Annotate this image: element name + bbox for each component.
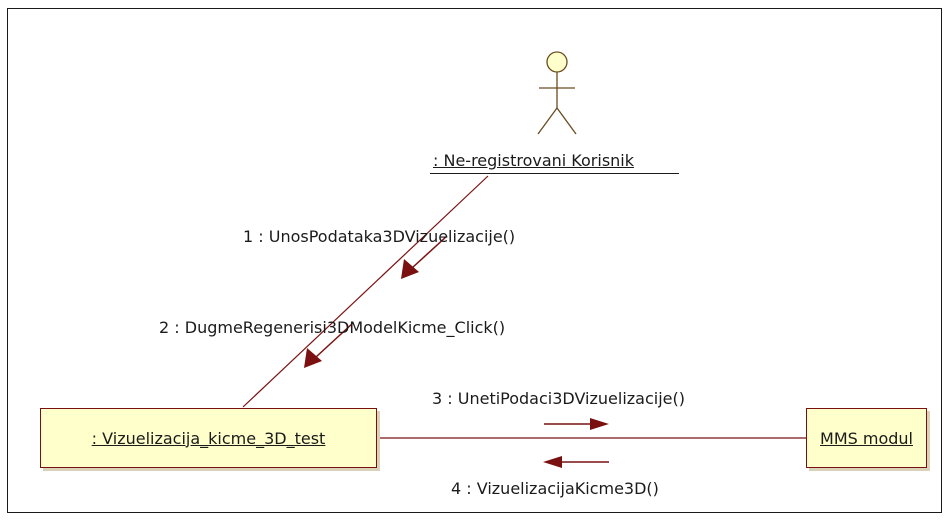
message-arrow-4 xyxy=(543,456,609,468)
message-arrow-1 xyxy=(401,235,448,279)
message-arrow-2 xyxy=(304,322,354,368)
object-mms-modul[interactable]: MMS modul xyxy=(806,408,927,468)
message-label-2: 2 : DugmeRegenerisi3DModelKicme_Click() xyxy=(159,318,506,337)
message-arrow-3 xyxy=(544,418,609,430)
actor-right-leg xyxy=(556,107,577,135)
object-vizualizacija-label: : Vizuelizacija_kicme_3D_test xyxy=(91,428,326,448)
actor-figure[interactable] xyxy=(537,51,577,135)
actor-name-underline xyxy=(430,173,679,174)
object-vizualizacija-kicme[interactable]: : Vizuelizacija_kicme_3D_test xyxy=(40,408,377,468)
object-mms-label: MMS modul xyxy=(820,428,913,448)
link-actor-vizualizacija xyxy=(242,175,489,408)
actor-left-leg xyxy=(537,107,558,135)
message-label-3: 3 : UnetiPodaci3DVizuelizacije() xyxy=(432,389,685,408)
message-label-1: 1 : UnosPodataka3DVizuelizacije() xyxy=(243,227,516,246)
actor-name[interactable]: : Ne-registrovani Korisnik xyxy=(433,151,634,170)
actor-head xyxy=(546,51,568,73)
message-label-4: 4 : VizuelizacijaKicme3D() xyxy=(451,479,659,498)
